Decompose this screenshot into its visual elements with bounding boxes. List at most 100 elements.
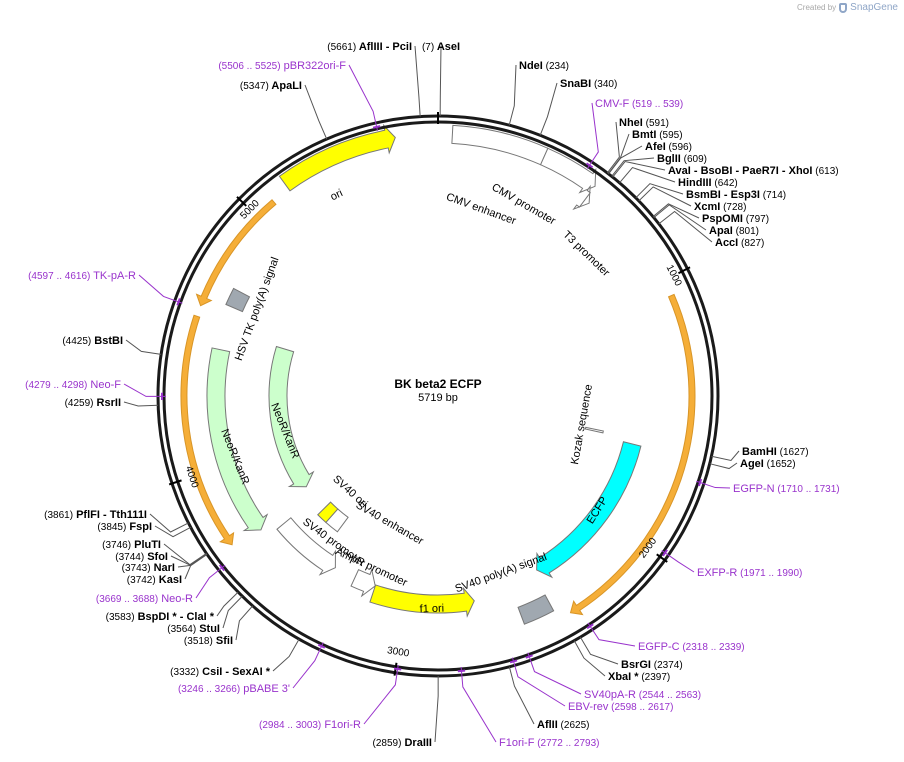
site-name: BstBI [91, 335, 123, 347]
feature-ecfp-5[interactable] [536, 441, 642, 579]
site-label-hindiii[interactable]: HindIII (642) [678, 177, 738, 189]
site-position: (3746) [102, 540, 131, 551]
site-label-f1ori-f[interactable]: F1ori-F (2772 .. 2793) [499, 737, 600, 749]
site-name: AflIII - PciI [356, 41, 412, 53]
site-label-csii[interactable]: (3332) CsiI - SexAI * [170, 666, 271, 678]
site-label-f1ori-r[interactable]: (2984 .. 3003) F1ori-R [259, 719, 361, 731]
site-label-egfp-n[interactable]: EGFP-N (1710 .. 1731) [733, 483, 840, 495]
site-label-bmti[interactable]: BmtI (595) [632, 129, 683, 141]
site-label-pspomi[interactable]: PspOMI (797) [702, 213, 769, 225]
site-label-bglii[interactable]: BglII (609) [657, 153, 707, 165]
site-position: (728) [720, 202, 746, 213]
site-name: ApaLI [269, 80, 302, 92]
site-label-kasi[interactable]: (3742) KasI [127, 574, 182, 586]
leader-line-sfoi [170, 553, 208, 566]
tick-5000 [236, 196, 247, 207]
leader-line-neo-r [195, 564, 226, 599]
site-label-bamhi[interactable]: BamHI (1627) [742, 446, 809, 458]
site-name: EXFP-R [697, 567, 737, 579]
site-label-ebv-rev[interactable]: EBV-rev (2598 .. 2617) [568, 701, 673, 713]
site-label-apali[interactable]: (5347) ApaLI [240, 80, 302, 92]
site-label-xbai[interactable]: XbaI * (2397) [608, 671, 670, 683]
site-name: NheI [619, 117, 643, 129]
site-label-afliii[interactable]: (5661) AflIII - PciI [327, 41, 412, 53]
site-label-bstbi[interactable]: (4425) BstBI [62, 335, 123, 347]
feature-neor-kanr-12[interactable] [206, 347, 269, 532]
feature-t3-promoter-3[interactable] [572, 184, 591, 211]
site-label-xcmi[interactable]: XcmI (728) [694, 201, 746, 213]
site-position: (519 .. 539) [629, 99, 683, 110]
primer-mark-exfp-r [662, 549, 668, 557]
site-label-aflii[interactable]: AflII (2625) [537, 719, 589, 731]
site-label-nari[interactable]: (3743) NarI [122, 562, 175, 574]
site-label-pbabe-3[interactable]: (3246 .. 3266) pBABE 3' [178, 683, 290, 695]
feature-sv40-poly-a-signal-6[interactable] [517, 594, 555, 625]
feature-ampr-promoter-8[interactable] [350, 568, 376, 598]
center-label: BK beta2 ECFP 5719 bp [394, 377, 481, 404]
feature-hsv-tk-poly-a-signal-14[interactable] [225, 287, 251, 313]
site-position: (3742) [127, 575, 156, 586]
site-position: (1652) [764, 459, 796, 470]
site-label-pflfi[interactable]: (3861) PflFI - Tth111I [44, 509, 147, 521]
site-label-agei[interactable]: AgeI (1652) [740, 458, 796, 470]
feature-kozak-sequence-4[interactable] [584, 426, 604, 434]
feature-neor-kanr-13[interactable] [268, 345, 315, 488]
site-label-stui[interactable]: (3564) StuI [167, 623, 220, 635]
leader-line-avai [612, 160, 666, 178]
primer-mark-cmv-f [585, 162, 594, 169]
site-label-bsrgi[interactable]: BsrGI (2374) [621, 659, 683, 671]
site-label-avai[interactable]: AvaI - BsoBI - PaeR7I - XhoI (613) [668, 165, 839, 177]
feature-sv40-ori-11[interactable] [317, 501, 339, 524]
site-position: (2374) [651, 660, 683, 671]
site-label-fspi[interactable]: (3845) FspI [97, 521, 152, 533]
site-label-neo-r[interactable]: (3669 .. 3688) Neo-R [96, 593, 193, 605]
site-position: (714) [760, 190, 786, 201]
leader-line-ndei [508, 64, 517, 126]
site-label-draiii[interactable]: (2859) DraIII [373, 737, 432, 749]
site-label-afei[interactable]: AfeI (596) [645, 141, 692, 153]
site-position: (5506 .. 5525) [218, 61, 280, 72]
site-label-cmv-f[interactable]: CMV-F (519 .. 539) [595, 98, 683, 110]
site-label-apai[interactable]: ApaI (801) [709, 225, 759, 237]
site-label-asei[interactable]: (7) AseI [422, 41, 460, 53]
site-label-acci[interactable]: AccI (827) [715, 237, 764, 249]
feature-f1-ori-7[interactable] [369, 584, 475, 618]
site-position: (3332) [170, 667, 199, 678]
site-position: (3669 .. 3688) [96, 594, 158, 605]
site-label-bsmbi[interactable]: BsmBI - Esp3I (714) [686, 189, 786, 201]
feature-ori-0[interactable] [278, 123, 396, 192]
site-label-pluti[interactable]: (3746) PluTI [102, 539, 161, 551]
site-label-bspdi[interactable]: (3583) BspDI * - ClaI * [106, 611, 215, 623]
site-label-exfp-r[interactable]: EXFP-R (1971 .. 1990) [697, 567, 802, 579]
site-label-egfp-c[interactable]: EGFP-C (2318 .. 2339) [638, 641, 745, 653]
site-label-sv40pa-r[interactable]: SV40pA-R (2544 .. 2563) [584, 689, 701, 701]
leader-line-hindiii [619, 166, 676, 184]
site-position: (4279 .. 4298) [25, 380, 87, 391]
leader-line-neo-f [123, 383, 167, 397]
site-position: (4597 .. 4616) [28, 271, 90, 282]
site-name: CsiI - SexAI * [199, 666, 271, 678]
primer-mark-sv40pa-r [525, 654, 533, 659]
primer-mark-tk-pa-r [176, 298, 181, 306]
leader-line-egfp-n [696, 480, 731, 489]
created-by-credit: Created by SnapGene [797, 2, 898, 13]
leader-line-csii [272, 638, 300, 672]
site-label-rsrii[interactable]: (4259) RsrII [65, 397, 121, 409]
primer-mark-egfp-n [697, 478, 703, 487]
site-label-snabi[interactable]: SnaBI (340) [560, 78, 617, 90]
site-label-tk-pa-r[interactable]: (4597 .. 4616) TK-pA-R [28, 270, 136, 282]
primer-mark-egfp-c [586, 623, 594, 630]
site-label-sfii[interactable]: (3518) SfiI [184, 635, 233, 647]
site-name: PflFI - Tth111I [73, 509, 147, 521]
leader-line-bstbi [125, 339, 162, 355]
site-position: (613) [812, 166, 838, 177]
feature-sv40-promoter-9[interactable] [276, 517, 336, 576]
site-label-nhei[interactable]: NheI (591) [619, 117, 669, 129]
leader-line-egfp-c [587, 622, 636, 647]
site-label-pbr322ori-f[interactable]: (5506 .. 5525) pBR322ori-F [218, 60, 346, 72]
site-label-neo-f[interactable]: (4279 .. 4298) Neo-F [25, 379, 121, 391]
leader-line-f1ori-f [460, 666, 497, 743]
site-label-sfoi[interactable]: (3744) SfoI [115, 551, 168, 563]
site-label-ndei[interactable]: NdeI (234) [519, 60, 569, 72]
